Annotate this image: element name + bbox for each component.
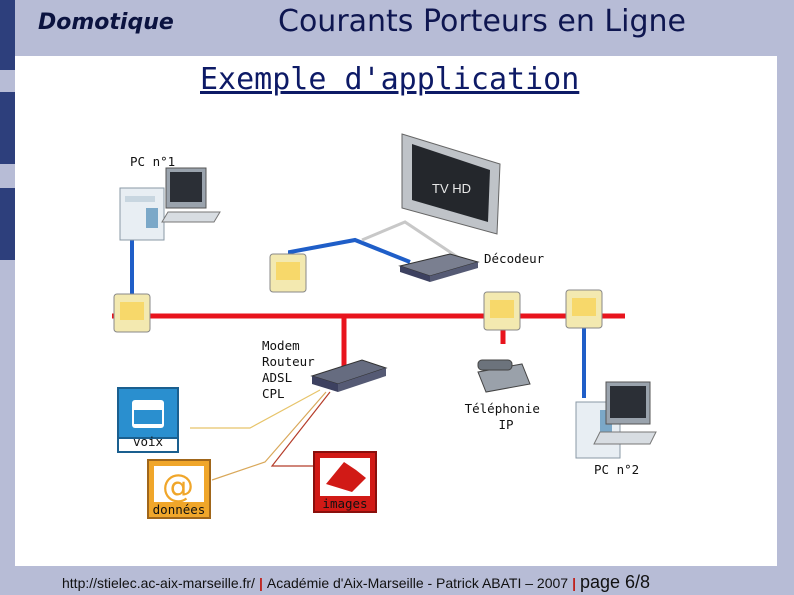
decoder-label: Décodeur [484, 251, 545, 266]
ip-phone-icon [478, 360, 530, 392]
svg-text:@: @ [162, 467, 194, 505]
pc1-label: PC n°1 [130, 154, 175, 169]
adsl-line-data [212, 392, 326, 480]
cpl-adapter-icon-4 [566, 290, 602, 328]
data-label: données [153, 502, 206, 517]
ethernet-link-decoder [290, 240, 410, 276]
tv-icon: TV HD [402, 134, 500, 234]
footer-credit: Académie d'Aix-Marseille - Patrick ABATI… [267, 575, 568, 591]
images-label: images [322, 496, 367, 511]
voice-label: voix [133, 434, 164, 449]
modem-router-icon [312, 360, 386, 392]
cpl-adapter-icon-3 [484, 292, 520, 330]
cpl-adapter-icon-1 [114, 294, 150, 332]
decoder-icon [400, 254, 478, 282]
adsl-line-voice [190, 390, 320, 428]
footer-separator-1: | [259, 575, 263, 591]
footer-separator-2: | [572, 575, 576, 591]
footer-url: http://stielec.ac-aix-marseille.fr/ [62, 575, 255, 591]
ip-phone-label: Téléphonie IP [465, 401, 548, 432]
page-number: page 6/8 [580, 572, 650, 592]
tv-label: TV HD [432, 181, 471, 196]
pc1-computer-icon [120, 168, 220, 240]
modem-label: Modem Routeur ADSL CPL [262, 338, 322, 401]
cpl-adapter-icon-2 [270, 254, 306, 292]
footer: http://stielec.ac-aix-marseille.fr/|Acad… [62, 572, 650, 593]
pc2-label: PC n°2 [594, 462, 639, 477]
pc2-computer-icon [576, 382, 656, 458]
